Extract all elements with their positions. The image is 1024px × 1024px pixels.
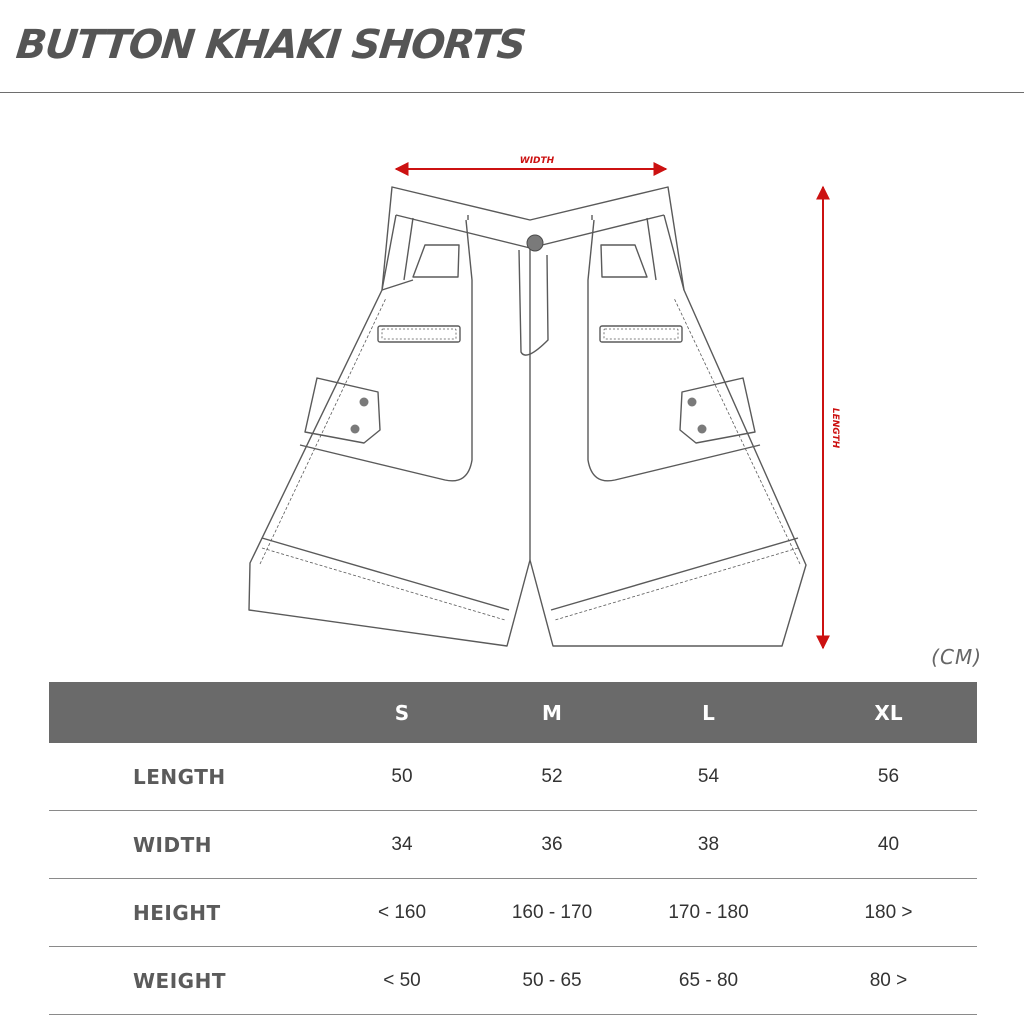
left-tab-rivet-bottom bbox=[350, 424, 360, 434]
table-cell: 56 bbox=[800, 743, 977, 811]
shorts-diagram: WIDTH LENGTH bbox=[248, 156, 840, 650]
table-cell: 38 bbox=[617, 810, 800, 879]
table-cell: 170 - 180 bbox=[617, 878, 800, 947]
table-cell: 180 > bbox=[800, 878, 977, 947]
table-row: WEIGHT < 50 50 - 65 65 - 80 80 > bbox=[49, 946, 977, 1015]
table-row: LENGTH 50 52 54 56 bbox=[49, 743, 977, 811]
row-label-height: HEIGHT bbox=[49, 878, 317, 947]
header-cell-s: S bbox=[317, 682, 487, 743]
width-label: WIDTH bbox=[520, 156, 555, 166]
waist-button bbox=[526, 234, 544, 252]
table-cell: < 50 bbox=[317, 946, 487, 1015]
right-tab-rivet-bottom bbox=[697, 424, 707, 434]
unit-label: (CM) bbox=[931, 645, 982, 669]
table-cell: 40 bbox=[800, 810, 977, 879]
left-side-tab bbox=[304, 377, 381, 444]
row-label-length: LENGTH bbox=[49, 743, 317, 811]
table-cell: 65 - 80 bbox=[617, 946, 800, 1015]
table-cell: 54 bbox=[617, 743, 800, 811]
table-cell: 160 - 170 bbox=[487, 878, 617, 947]
size-chart-table: S M L XL LENGTH 50 52 54 56 WIDTH 34 36 … bbox=[49, 682, 977, 1015]
shorts-outline bbox=[248, 186, 807, 647]
row-label-width: WIDTH bbox=[49, 810, 317, 879]
table-cell: 36 bbox=[487, 810, 617, 879]
header-cell-l: L bbox=[617, 682, 800, 743]
table-row: HEIGHT < 160 160 - 170 170 - 180 180 > bbox=[49, 878, 977, 947]
table-cell: < 160 bbox=[317, 878, 487, 947]
table-row: WIDTH 34 36 38 40 bbox=[49, 810, 977, 879]
table-cell: 52 bbox=[487, 743, 617, 811]
row-label-weight: WEIGHT bbox=[49, 946, 317, 1015]
fly-stitch bbox=[518, 249, 549, 356]
table-cell: 50 - 65 bbox=[487, 946, 617, 1015]
table-cell: 80 > bbox=[800, 946, 977, 1015]
header-cell-m: M bbox=[487, 682, 617, 743]
table-cell: 50 bbox=[317, 743, 487, 811]
table-cell: 34 bbox=[317, 810, 487, 879]
right-tab-rivet-top bbox=[687, 397, 697, 407]
header-cell-xl: XL bbox=[800, 682, 977, 743]
right-side-tab bbox=[679, 377, 756, 444]
page-title: BUTTON KHAKI SHORTS bbox=[14, 22, 527, 68]
header-cell-blank bbox=[49, 682, 317, 743]
left-tab-rivet-top bbox=[359, 397, 369, 407]
title-divider bbox=[0, 92, 1024, 93]
table-header-row: S M L XL bbox=[49, 682, 977, 743]
length-label: LENGTH bbox=[830, 408, 840, 449]
